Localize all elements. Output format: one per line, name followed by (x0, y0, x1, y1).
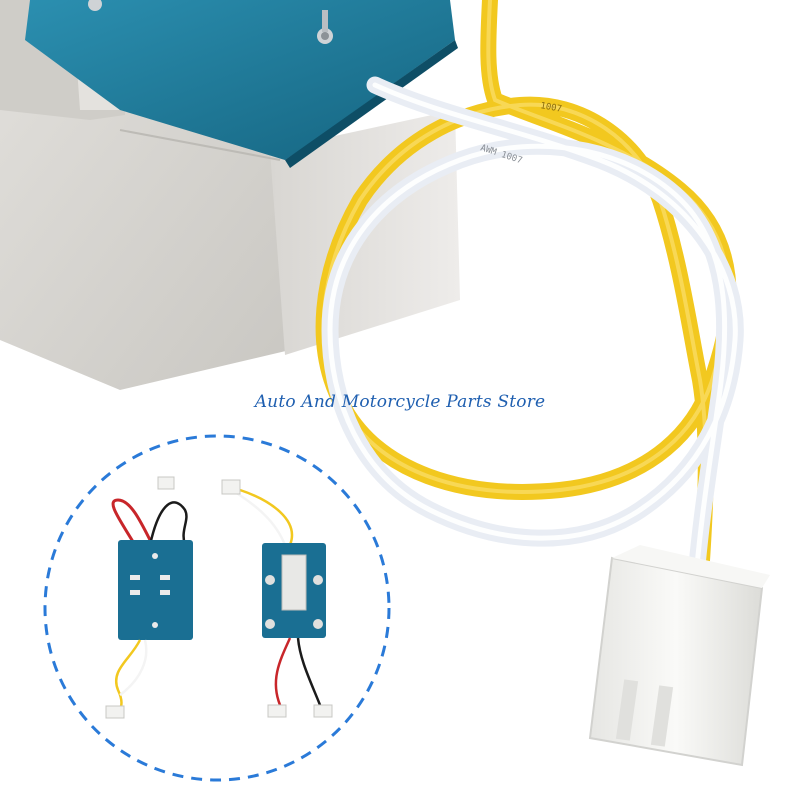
inset-left-pcb (105, 476, 193, 719)
screw-icon (88, 0, 102, 11)
inset-circle (43, 434, 391, 782)
wire-connector (588, 545, 770, 767)
screw-icon (317, 10, 333, 44)
inset-right-pcb (221, 479, 333, 718)
main-pcb (25, 0, 458, 168)
store-watermark: Auto And Motorcycle Parts Store (254, 392, 546, 412)
yellow-wire-print: 1007 (539, 101, 562, 115)
